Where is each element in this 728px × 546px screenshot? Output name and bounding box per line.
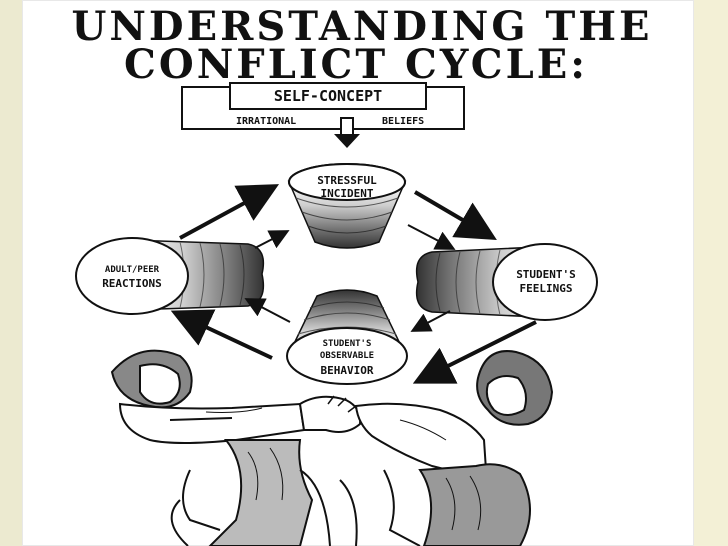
arrow-reactions-to-incident-outer — [179, 184, 280, 240]
node-bottom-line-3: BEHAVIOR — [321, 364, 374, 377]
node-stressful-incident: STRESSFUL INCIDENT — [287, 163, 407, 249]
node-right-line-2: FEELINGS — [520, 282, 573, 295]
arrow-incident-to-feelings-outer — [413, 190, 497, 241]
arrow-reactions-to-incident-inner — [254, 230, 290, 249]
two-students-struggling-illustration — [110, 349, 554, 546]
node-left-line-1: ADULT/PEER — [105, 265, 160, 275]
arrow-feelings-to-behavior-outer — [412, 320, 537, 384]
node-top-line-2: INCIDENT — [321, 187, 374, 200]
node-bottom-line-1: STUDENT'S — [323, 339, 372, 349]
node-left-line-2: REACTIONS — [102, 277, 162, 290]
title-line-1: UNDERSTANDING THE — [71, 3, 652, 50]
node-right-line-1: STUDENT'S — [516, 268, 576, 281]
title-line-2: CONFLICT CYCLE: — [124, 41, 588, 88]
arrow-behavior-to-reactions-outer — [170, 309, 273, 360]
arrow-behavior-to-reactions-inner — [244, 298, 291, 323]
self-concept-box: SELF-CONCEPT IRRATIONAL BELIEFS — [181, 82, 465, 148]
node-students-feelings: STUDENT'S FEELINGS — [415, 243, 598, 321]
arrow-incident-to-feelings-inner — [407, 224, 456, 250]
beliefs-label: BELIEFS — [382, 116, 424, 127]
cycle-arrows — [170, 184, 537, 384]
irrational-label: IRRATIONAL — [236, 116, 296, 127]
node-observable-behavior: STUDENT'S OBSERVABLE BEHAVIOR — [286, 289, 408, 385]
node-top-line-1: STRESSFUL — [317, 174, 377, 187]
arrow-feelings-to-behavior-inner — [410, 310, 451, 332]
node-bottom-line-2: OBSERVABLE — [320, 351, 374, 361]
node-adult-peer-reactions: ADULT/PEER REACTIONS — [75, 237, 265, 315]
self-concept-label: SELF-CONCEPT — [274, 87, 382, 105]
